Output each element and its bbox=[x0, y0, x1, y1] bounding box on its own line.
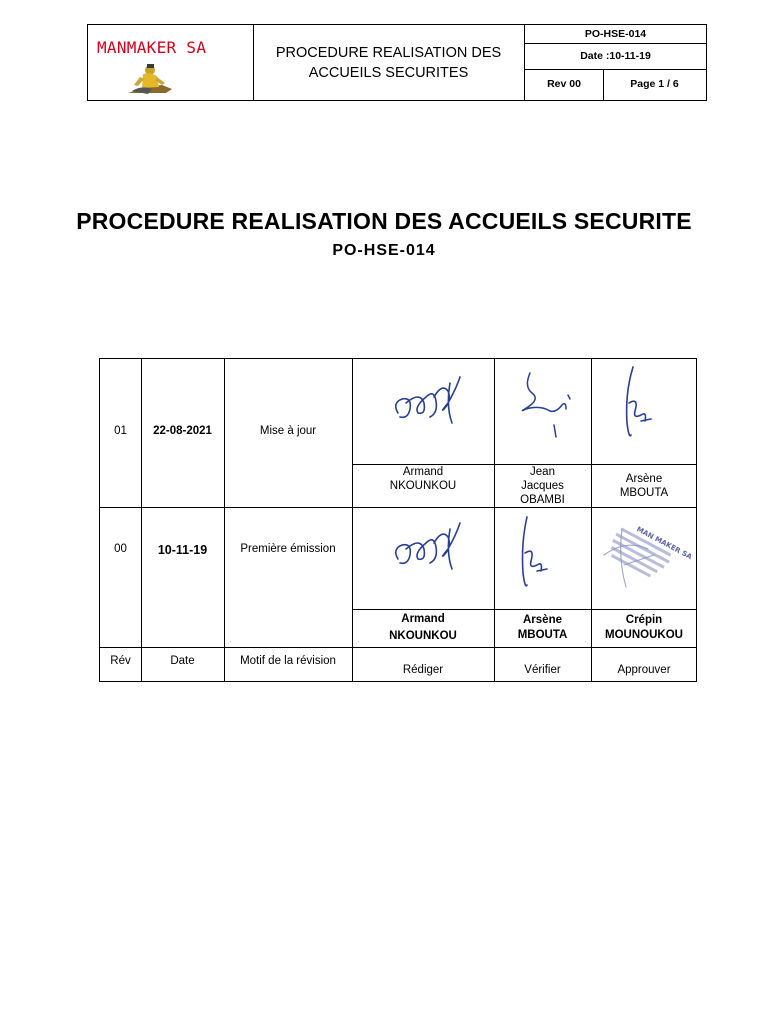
row-date: 10-11-19 bbox=[157, 543, 208, 557]
row-motif: Mise à jour bbox=[259, 425, 317, 437]
signer-name: Armand NKOUNKOU bbox=[352, 611, 494, 645]
signer-first-name: Arsène bbox=[523, 614, 562, 626]
signer-first-name: Armand bbox=[401, 613, 445, 625]
signature-verifie-jean-jacques bbox=[521, 372, 571, 438]
table-divider bbox=[352, 464, 696, 465]
header-meta: PO-HSE-014 Date :10-11-19 Rev 00 Page 1 … bbox=[525, 25, 706, 100]
worker-logo-icon bbox=[128, 64, 172, 94]
signer-middle-name: Jacques bbox=[521, 480, 564, 492]
header-date: Date :10-11-19 bbox=[525, 43, 706, 70]
signature-redige-armand bbox=[394, 522, 461, 570]
signature-verifie-arsene bbox=[521, 516, 548, 587]
row-motif: Première émission bbox=[240, 543, 336, 555]
row-rev: 01 bbox=[114, 425, 127, 437]
document-title: PROCEDURE REALISATION DES ACCUEILS SECUR… bbox=[76, 208, 692, 234]
footer-rev-label: Rév bbox=[110, 655, 131, 667]
signer-first-name: Armand bbox=[402, 466, 444, 478]
header-code: PO-HSE-014 bbox=[525, 25, 706, 44]
footer-verifie-label: Vérifier bbox=[524, 664, 561, 676]
row-rev: 00 bbox=[114, 543, 127, 555]
table-divider bbox=[591, 359, 592, 681]
document-code: PO-HSE-014 bbox=[332, 242, 436, 259]
footer-approuve-label: Approuver bbox=[617, 664, 671, 676]
signer-first-name: Crépin bbox=[625, 614, 663, 626]
table-divider bbox=[100, 647, 696, 648]
company-name: MANMAKER SA bbox=[97, 38, 207, 57]
signer-last-name: MBOUTA bbox=[517, 629, 568, 641]
signer-name: Arsène MBOUTA bbox=[494, 613, 591, 643]
signer-name: Crépin MOUNOUKOU bbox=[591, 613, 697, 643]
table-divider bbox=[352, 359, 353, 681]
table-divider bbox=[141, 359, 142, 681]
header-title: PROCEDURE REALISATION DES ACCUEILS SECUR… bbox=[253, 25, 525, 100]
row-date: 22-08-2021 bbox=[153, 425, 212, 437]
table-divider bbox=[100, 507, 696, 508]
header-page: Page 1 / 6 bbox=[630, 78, 679, 90]
signature-redige-armand bbox=[394, 376, 461, 424]
document-header: MANMAKER SA PROCEDURE REALISATION DES AC… bbox=[87, 24, 707, 101]
signer-first-name: Jean bbox=[530, 466, 555, 478]
signer-last-name: OBAMBI bbox=[520, 494, 565, 506]
signer-name: Armand NKOUNKOU bbox=[352, 465, 494, 493]
company-logo-cell: MANMAKER SA bbox=[88, 25, 254, 100]
footer-date-label: Date bbox=[170, 655, 195, 667]
signer-first-name: Arsène bbox=[625, 473, 663, 485]
footer-redige-label: Rédiger bbox=[402, 664, 444, 676]
table-divider bbox=[352, 609, 696, 610]
footer-motif-label: Motif de la révision bbox=[240, 655, 336, 667]
signer-name: Jean Jacques OBAMBI bbox=[494, 465, 591, 507]
signer-last-name: NKOUNKOU bbox=[389, 480, 457, 492]
signer-last-name: MBOUTA bbox=[619, 487, 669, 499]
company-stamp: MAN MAKER SA bbox=[603, 525, 692, 588]
signer-name: Arsène MBOUTA bbox=[591, 472, 697, 500]
signer-last-name: MOUNOUKOU bbox=[605, 629, 683, 641]
table-divider bbox=[494, 359, 495, 681]
signature-approuve-arsene bbox=[625, 366, 652, 437]
signer-last-name: NKOUNKOU bbox=[389, 630, 457, 642]
header-revision: Rev 00 bbox=[525, 69, 604, 100]
revision-table: 01 22-08-2021 Mise à jour Armand NKOUNKO… bbox=[99, 358, 697, 682]
table-divider bbox=[224, 359, 225, 681]
